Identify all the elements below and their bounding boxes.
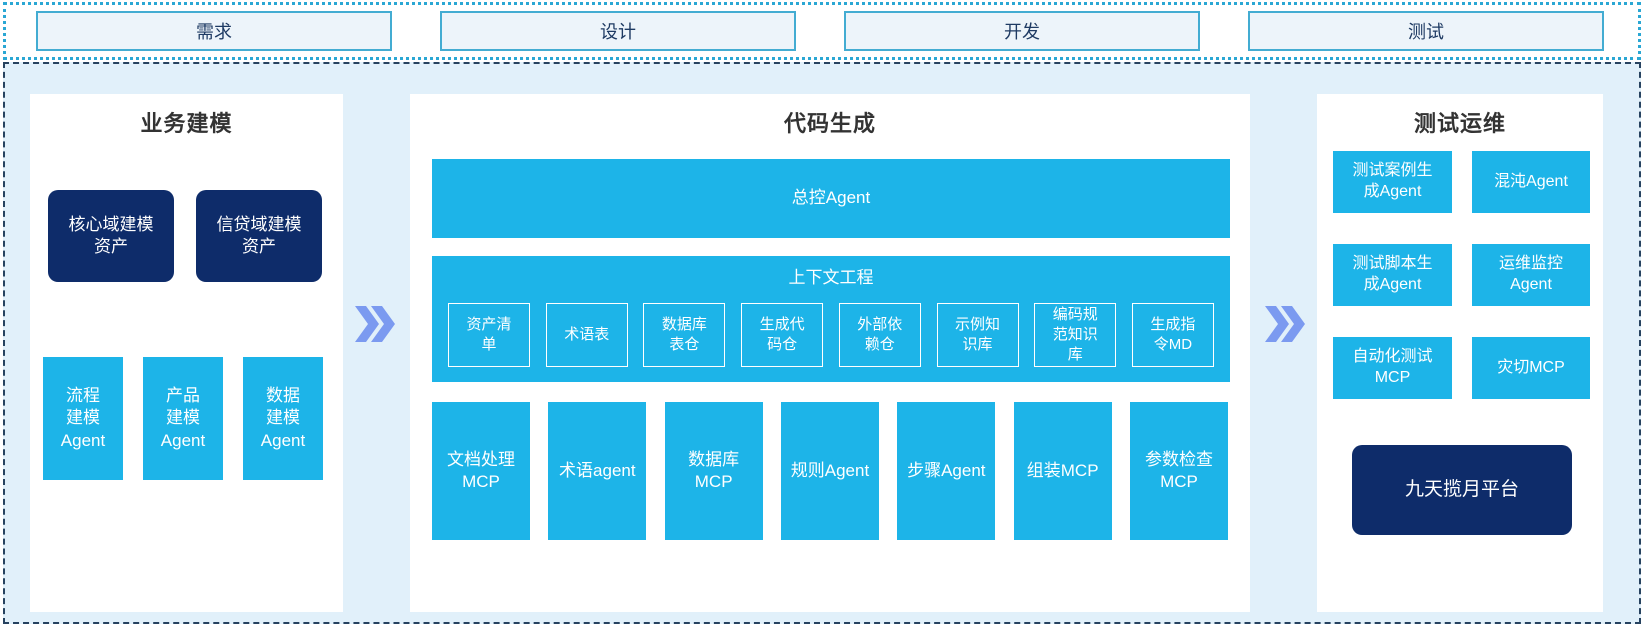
context-box-example-knowledge-base: 示例知 识库 — [936, 303, 1019, 367]
panel-business-modeling: 业务建模 核心域建模 资产 信贷域建模 资产 流程 建模 Agent 产品 建模… — [30, 94, 343, 612]
agent-box-product-modeling: 产品 建模 Agent — [143, 357, 223, 480]
ops-box-chaos-agent: 混沌Agent — [1472, 151, 1590, 213]
context-box-generation-instruction-md: 生成指 令MD — [1131, 303, 1214, 367]
panel-test-ops: 测试运维 测试案例生 成Agent 混沌Agent 测试脚本生 成Agent 运… — [1317, 94, 1603, 612]
ops-box-automated-test-mcp: 自动化测试 MCP — [1333, 337, 1452, 399]
master-agent-bar: 总控Agent — [432, 159, 1230, 238]
double-chevron-right-icon — [355, 306, 395, 342]
context-box-external-dependency-repo: 外部依 赖仓 — [838, 303, 921, 367]
context-engineering-panel: 上下文工程 资产清 单 术语表 数据库 表仓 生成代 码仓 外部依 赖仓 示例知… — [432, 256, 1230, 382]
ops-box-test-script-gen-agent: 测试脚本生 成Agent — [1333, 244, 1452, 306]
asset-box-credit-domain: 信贷域建模 资产 — [196, 190, 322, 282]
worker-box-doc-processing-mcp: 文档处理 MCP — [432, 402, 530, 540]
context-box-coding-standard-knowledge-base: 编码规 范知识 库 — [1034, 303, 1117, 367]
ops-box-disaster-switch-mcp: 灾切MCP — [1472, 337, 1590, 399]
context-box-generated-code-repo: 生成代 码仓 — [741, 303, 824, 367]
context-engineering-title: 上下文工程 — [788, 268, 874, 287]
main-container: 业务建模 核心域建模 资产 信贷域建模 资产 流程 建模 Agent 产品 建模… — [3, 62, 1641, 624]
context-box-glossary: 术语表 — [545, 303, 628, 367]
asset-box-core-domain: 核心域建模 资产 — [48, 190, 174, 282]
worker-box-assembly-mcp: 组装MCP — [1013, 402, 1112, 540]
context-box-db-table-repo: 数据库 表仓 — [643, 303, 726, 367]
worker-box-step-agent: 步骤Agent — [897, 402, 996, 540]
ops-box-ops-monitor-agent: 运维监控 Agent — [1472, 244, 1590, 306]
context-box-row: 资产清 单 术语表 数据库 表仓 生成代 码仓 外部依 赖仓 示例知 识库 编码… — [448, 303, 1214, 369]
panel-title-business-modeling: 业务建模 — [140, 111, 233, 136]
worker-box-param-check-mcp: 参数检查 MCP — [1129, 402, 1228, 540]
worker-box-row: 文档处理 MCP 术语agent 数据库 MCP 规则Agent 步骤Agent… — [432, 402, 1228, 540]
agent-box-data-modeling: 数据 建模 Agent — [243, 357, 323, 480]
panel-title-code-generation: 代码生成 — [783, 111, 876, 136]
phase-box-design: 设计 — [440, 11, 796, 51]
phase-box-requirements: 需求 — [36, 11, 392, 51]
worker-box-database-mcp: 数据库 MCP — [664, 402, 763, 540]
phase-box-development: 开发 — [844, 11, 1200, 51]
agent-box-process-modeling: 流程 建模 Agent — [43, 357, 123, 480]
phase-strip: 需求 设计 开发 测试 — [3, 2, 1641, 60]
worker-box-rule-agent: 规则Agent — [780, 402, 879, 540]
panel-title-test-ops: 测试运维 — [1413, 111, 1506, 136]
platform-box-jiutian-lanyue: 九天揽月平台 — [1352, 445, 1572, 535]
worker-box-glossary-agent: 术语agent — [548, 402, 647, 540]
phase-box-testing: 测试 — [1248, 11, 1604, 51]
context-box-asset-list: 资产清 单 — [448, 303, 530, 367]
double-chevron-right-icon — [1265, 306, 1305, 342]
ops-box-test-case-gen-agent: 测试案例生 成Agent — [1333, 151, 1452, 213]
panel-code-generation: 代码生成 总控Agent 上下文工程 资产清 单 术语表 数据库 表仓 生成代 … — [410, 94, 1250, 612]
